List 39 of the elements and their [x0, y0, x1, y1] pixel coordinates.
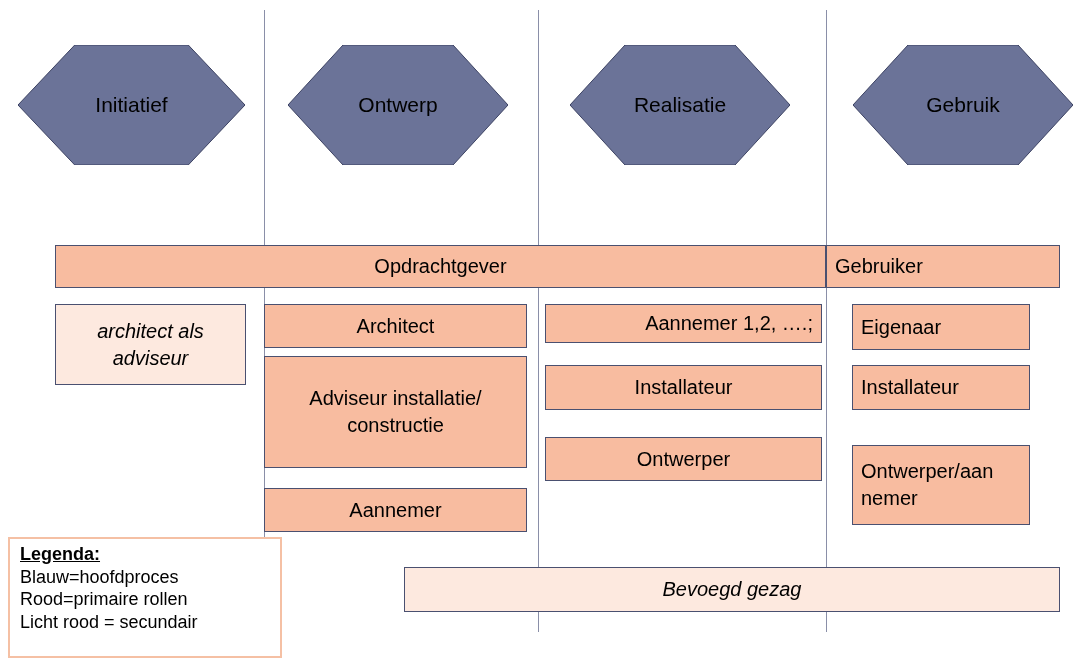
- legend-text: Rood=primaire rollen: [20, 588, 189, 611]
- phase-label: Gebruik: [926, 92, 1000, 119]
- phase-label: Initiatief: [95, 92, 168, 119]
- role-label: Aannemer 1,2, ….;: [645, 311, 813, 336]
- primary-role-box: [264, 488, 527, 532]
- primary-role-box: [545, 437, 822, 481]
- primary-role-box: [55, 245, 826, 288]
- primary-role-box: [826, 245, 1060, 288]
- primary-role-box: [852, 304, 1030, 350]
- legend-heading: Legenda:: [20, 543, 101, 566]
- phase-label: Ontwerp: [358, 92, 438, 119]
- role-label: architect als adviseur: [96, 318, 205, 371]
- role-label: Bevoegd gezag: [662, 577, 802, 602]
- primary-role-box: [545, 304, 822, 343]
- phase-hexagon: [18, 45, 245, 165]
- phase-label: Realisatie: [633, 92, 727, 119]
- role-label: Gebruiker: [835, 254, 923, 279]
- primary-role-box: [264, 356, 527, 468]
- legend-box: [8, 537, 282, 658]
- primary-role-box: [852, 445, 1030, 525]
- role-label: Installateur: [634, 375, 733, 400]
- role-label: Architect: [356, 313, 435, 339]
- phase-hexagon: [288, 45, 508, 165]
- primary-role-box: [852, 365, 1030, 410]
- secondary-role-box: [404, 567, 1060, 612]
- role-label: Aannemer: [349, 497, 442, 523]
- primary-role-box: [545, 365, 822, 410]
- role-label: Ontwerper: [636, 446, 731, 472]
- phase-hexagon: [853, 45, 1073, 165]
- role-label: Opdrachtgever: [374, 254, 507, 279]
- role-label: Eigenaar: [861, 314, 942, 340]
- phase-hexagon: [570, 45, 790, 165]
- role-label: Adviseur installatie/ constructie: [308, 386, 483, 438]
- secondary-role-box: [55, 304, 246, 385]
- legend-text: Licht rood = secundair: [20, 610, 199, 633]
- primary-role-box: [264, 304, 527, 348]
- role-label: Installateur: [861, 375, 959, 400]
- role-label: Ontwerper/aan nemer: [861, 459, 995, 511]
- legend-text: Blauw=hoofdproces: [20, 565, 180, 588]
